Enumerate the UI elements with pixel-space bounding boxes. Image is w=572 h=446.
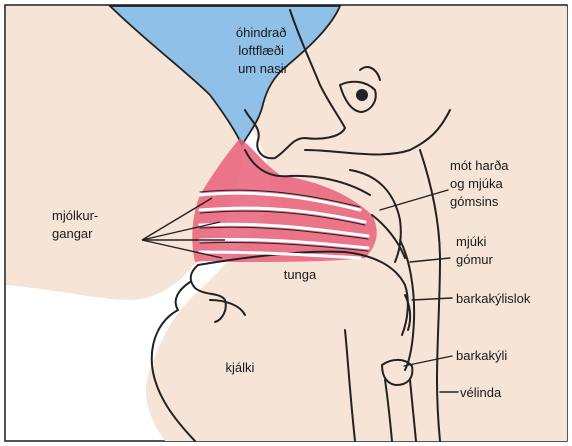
larynx-label: barkakýli xyxy=(456,348,507,363)
airflow-label: óhindrað loftflæði um nasir xyxy=(236,25,290,76)
pupil-icon xyxy=(356,89,368,101)
tongue-label: tunga xyxy=(284,267,317,282)
jaw-label: kjálki xyxy=(226,360,255,375)
epiglottis-label: barkakýlislok xyxy=(456,291,531,306)
esophagus-label: vélinda xyxy=(460,385,502,400)
